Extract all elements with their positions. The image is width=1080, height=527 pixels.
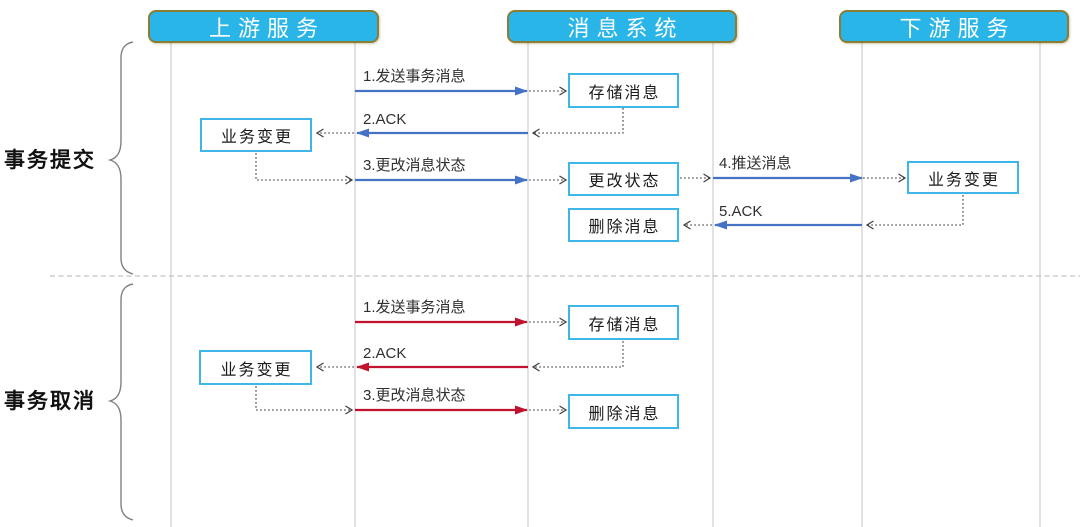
participant-upstream: 上游服务 (148, 10, 379, 43)
participant-downstream: 下游服务 (839, 10, 1069, 43)
section-label-cancel: 事务取消 (4, 390, 96, 413)
commit-box-business-change-downstream: 业务变更 (907, 161, 1019, 194)
commit-box-delete-message: 删除消息 (568, 208, 679, 242)
brace-cancel (107, 283, 134, 521)
dotted-connectors (255, 91, 964, 410)
cancel-msg-3-label: 3.更改消息状态 (363, 387, 466, 404)
commit-msg-4-label: 4.推送消息 (719, 155, 792, 172)
section-label-commit: 事务提交 (4, 149, 96, 172)
connector (533, 341, 624, 367)
commit-arrows (355, 86, 863, 230)
cancel-box-store-message: 存储消息 (568, 305, 679, 340)
cancel-msg-2-label: 2.ACK (363, 345, 407, 362)
commit-msg-5-label: 5.ACK (719, 203, 763, 220)
cancel-arrows (355, 317, 528, 415)
participant-message-system: 消息系统 (507, 10, 737, 43)
brace-commit (107, 41, 134, 275)
commit-box-business-change-upstream: 业务变更 (200, 118, 312, 152)
section-braces (107, 41, 134, 521)
connector (867, 195, 964, 225)
cancel-box-business-change-upstream: 业务变更 (199, 350, 312, 385)
connector (255, 153, 352, 180)
connector (255, 386, 352, 410)
commit-box-change-status: 更改状态 (568, 162, 679, 196)
commit-msg-2-label: 2.ACK (363, 111, 407, 128)
commit-msg-3-label: 3.更改消息状态 (363, 157, 466, 174)
cancel-box-delete-message: 删除消息 (568, 394, 679, 429)
connector (533, 108, 624, 133)
lifelines (170, 43, 1041, 527)
commit-box-store-message: 存储消息 (568, 73, 679, 108)
commit-msg-1-label: 1.发送事务消息 (363, 68, 466, 85)
cancel-msg-1-label: 1.发送事务消息 (363, 299, 466, 316)
